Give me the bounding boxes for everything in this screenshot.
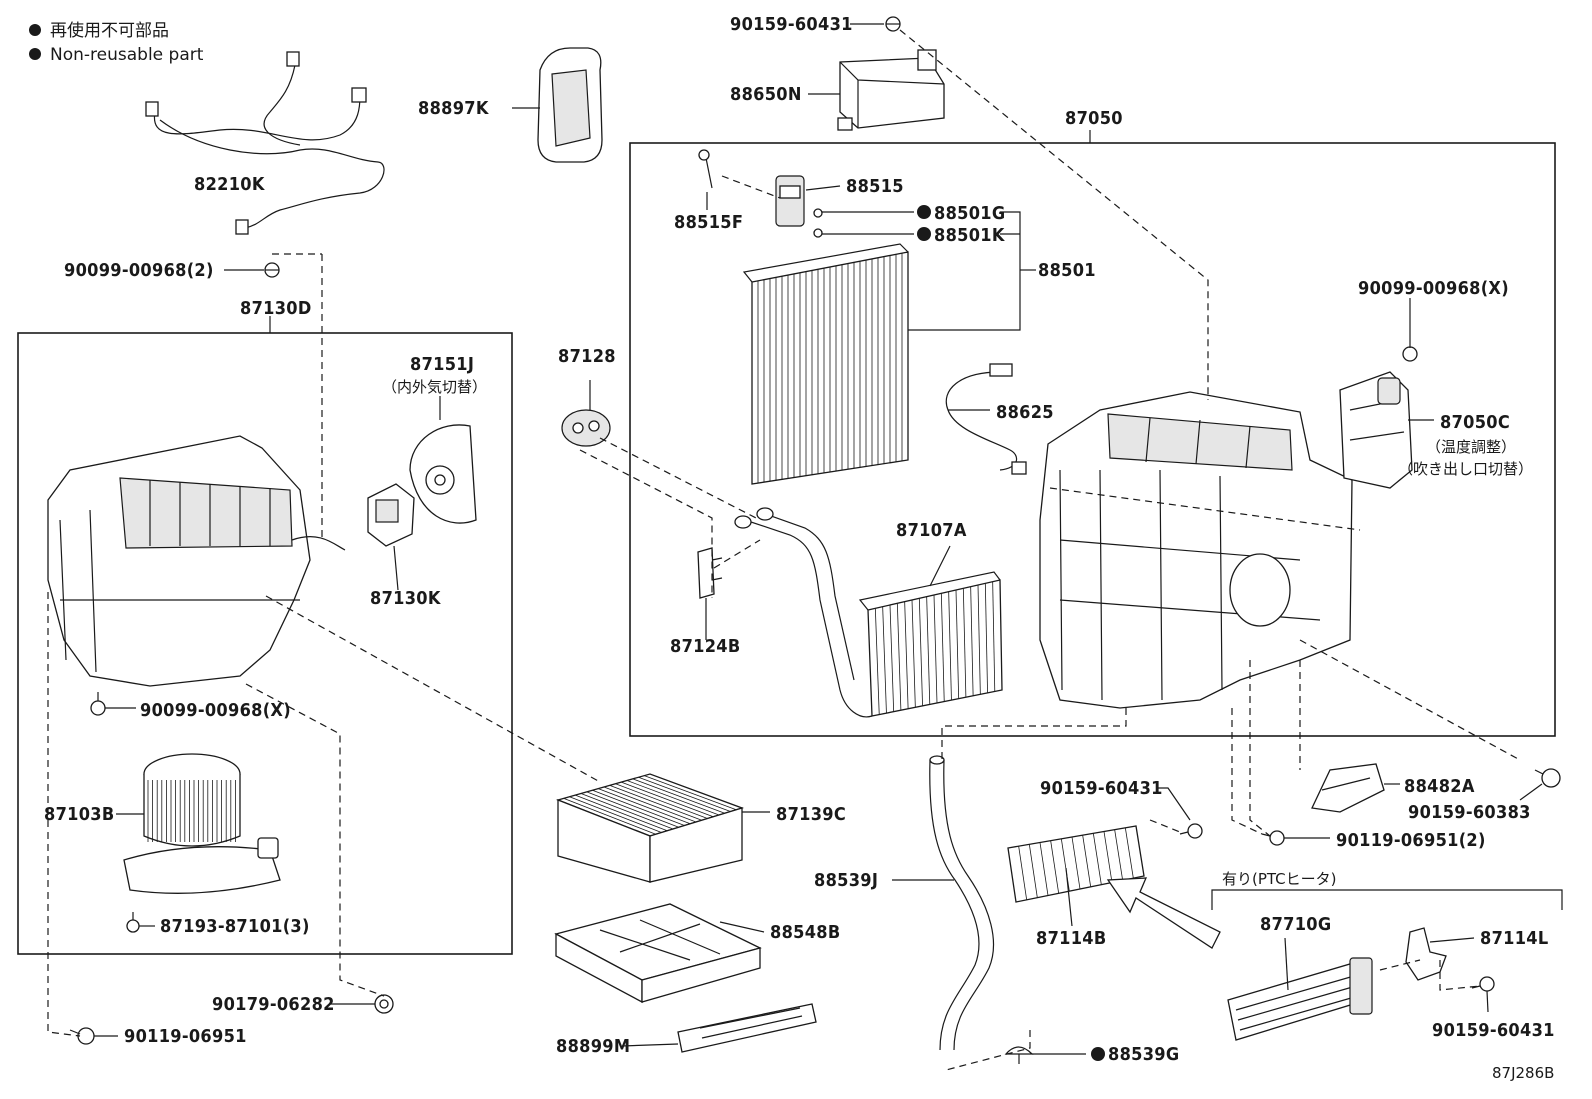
inlet-servo-part (367, 483, 415, 547)
label-87710G[interactable]: 87710G (1260, 914, 1331, 935)
label-90159-60431-bottom[interactable]: 90159-60431 (1432, 1020, 1555, 1041)
filter-cover-part (677, 1003, 817, 1053)
label-87128[interactable]: 87128 (558, 346, 616, 367)
label-87151J[interactable]: 87151J (410, 354, 474, 375)
label-87151J-note: （内外気切替） (382, 378, 487, 396)
bolt-icon (90, 692, 106, 716)
bolt-icon (1534, 768, 1561, 788)
label-87130K[interactable]: 87130K (370, 588, 442, 609)
bracket-part (1405, 927, 1447, 981)
legend-english: Non-reusable part (50, 45, 204, 65)
ptc-heater-alt-part (1227, 957, 1373, 1041)
bolt-icons (69, 16, 1561, 1064)
label-88501K[interactable]: 88501K (934, 225, 1006, 246)
label-87114B[interactable]: 87114B (1036, 928, 1106, 949)
label-88501[interactable]: 88501 (1038, 260, 1096, 281)
non-reusable-bullet-icon (917, 205, 931, 219)
label-88548B[interactable]: 88548B (770, 922, 840, 943)
label-87103B[interactable]: 87103B (44, 804, 114, 825)
filter-door-part (537, 47, 603, 163)
label-87050C-note2: （吹き出し口切替） (1398, 460, 1533, 478)
wire-harness-part (145, 51, 385, 235)
non-reusable-bullet-icon (29, 48, 41, 60)
duct-part (1311, 763, 1385, 813)
bolt-icon (1471, 976, 1495, 992)
bolt-icon (69, 1027, 95, 1045)
label-88501G[interactable]: 88501G (934, 203, 1005, 224)
label-88539J[interactable]: 88539J (814, 870, 878, 891)
label-87107A[interactable]: 87107A (896, 520, 967, 541)
diagram-code: 87J286B (1492, 1064, 1554, 1082)
label-90159-60431-mid[interactable]: 90159-60431 (1040, 778, 1163, 799)
label-87050C-note1: （温度調整） (1426, 438, 1516, 456)
inlet-damper-part (409, 424, 477, 524)
label-87193-87101-3[interactable]: 87193-87101(3) (160, 916, 310, 937)
label-88897K[interactable]: 88897K (418, 98, 490, 119)
label-90099-00968-x-left[interactable]: 90099-00968(X) (140, 700, 291, 721)
evaporator-part (742, 243, 909, 485)
label-87114L[interactable]: 87114L (1480, 928, 1548, 949)
label-87050[interactable]: 87050 (1065, 108, 1123, 129)
label-87139C[interactable]: 87139C (776, 804, 846, 825)
non-reusable-bullet-icon (29, 24, 41, 36)
arrow-indicator (1106, 877, 1221, 949)
label-88482A[interactable]: 88482A (1404, 776, 1475, 797)
thermistor-part (945, 363, 1027, 475)
label-90099-00968-x-right[interactable]: 90099-00968(X) (1358, 278, 1509, 299)
bolt-icon (885, 16, 901, 32)
label-88625[interactable]: 88625 (996, 402, 1054, 423)
label-ptc-heater-group: 有り(PTCヒータ) (1222, 870, 1337, 888)
bolt-icon (374, 994, 394, 1014)
label-90119-06951-2[interactable]: 90119-06951(2) (1336, 830, 1486, 851)
ptc-heater-bracket (1211, 889, 1563, 910)
heater-core-part (734, 507, 1003, 718)
hvac-case-part (1039, 391, 1353, 709)
label-87124B[interactable]: 87124B (670, 636, 740, 657)
grommet-part (561, 409, 611, 447)
blower-motor-part (123, 753, 281, 894)
blower-assembly-box (17, 332, 513, 955)
label-90099-00968-2[interactable]: 90099-00968(2) (64, 260, 214, 281)
label-87130D[interactable]: 87130D (240, 298, 312, 319)
label-90119-06951[interactable]: 90119-06951 (124, 1026, 247, 1047)
bolt-icon (1179, 823, 1203, 839)
pipe-clamp-part (697, 547, 723, 599)
label-87050C[interactable]: 87050C (1440, 412, 1510, 433)
label-88515[interactable]: 88515 (846, 176, 904, 197)
bolt-icon (264, 262, 280, 278)
unit-assembly-box (629, 142, 1556, 737)
legend: 再使用不可部品 Non-reusable part (29, 20, 204, 65)
bolt-icon (1402, 340, 1418, 362)
assembly-dashed-lines (47, 29, 1521, 1071)
leader-lines (94, 23, 1543, 1055)
bolt-icon (126, 912, 140, 933)
label-90179-06282[interactable]: 90179-06282 (212, 994, 335, 1015)
label-88539G[interactable]: 88539G (1108, 1044, 1179, 1065)
control-module-part (837, 49, 945, 131)
label-82210K[interactable]: 82210K (194, 174, 266, 195)
non-reusable-bullet-icon (1091, 1047, 1105, 1061)
bolt-icon (1261, 830, 1285, 846)
label-88899M[interactable]: 88899M (556, 1036, 630, 1057)
drain-hose-part (929, 755, 995, 1051)
legend-japanese: 再使用不可部品 (50, 20, 169, 41)
label-88515F[interactable]: 88515F (674, 212, 743, 233)
blower-case-part (47, 435, 346, 687)
bolt-icon (698, 149, 713, 189)
part-labels: 90159-60431 88650N 88897K 82210K 87050 8… (44, 14, 1555, 1082)
label-90159-60383[interactable]: 90159-60383 (1408, 802, 1531, 823)
non-reusable-bullet-icon (917, 227, 931, 241)
filter-case-part (554, 903, 762, 1004)
label-88650N[interactable]: 88650N (730, 84, 802, 105)
servo-motor-part (1339, 371, 1413, 489)
cabin-filter-part (555, 773, 745, 883)
clip-icon (1004, 1046, 1034, 1064)
expansion-valve-part (775, 175, 823, 238)
label-90159-60431-top[interactable]: 90159-60431 (730, 14, 853, 35)
